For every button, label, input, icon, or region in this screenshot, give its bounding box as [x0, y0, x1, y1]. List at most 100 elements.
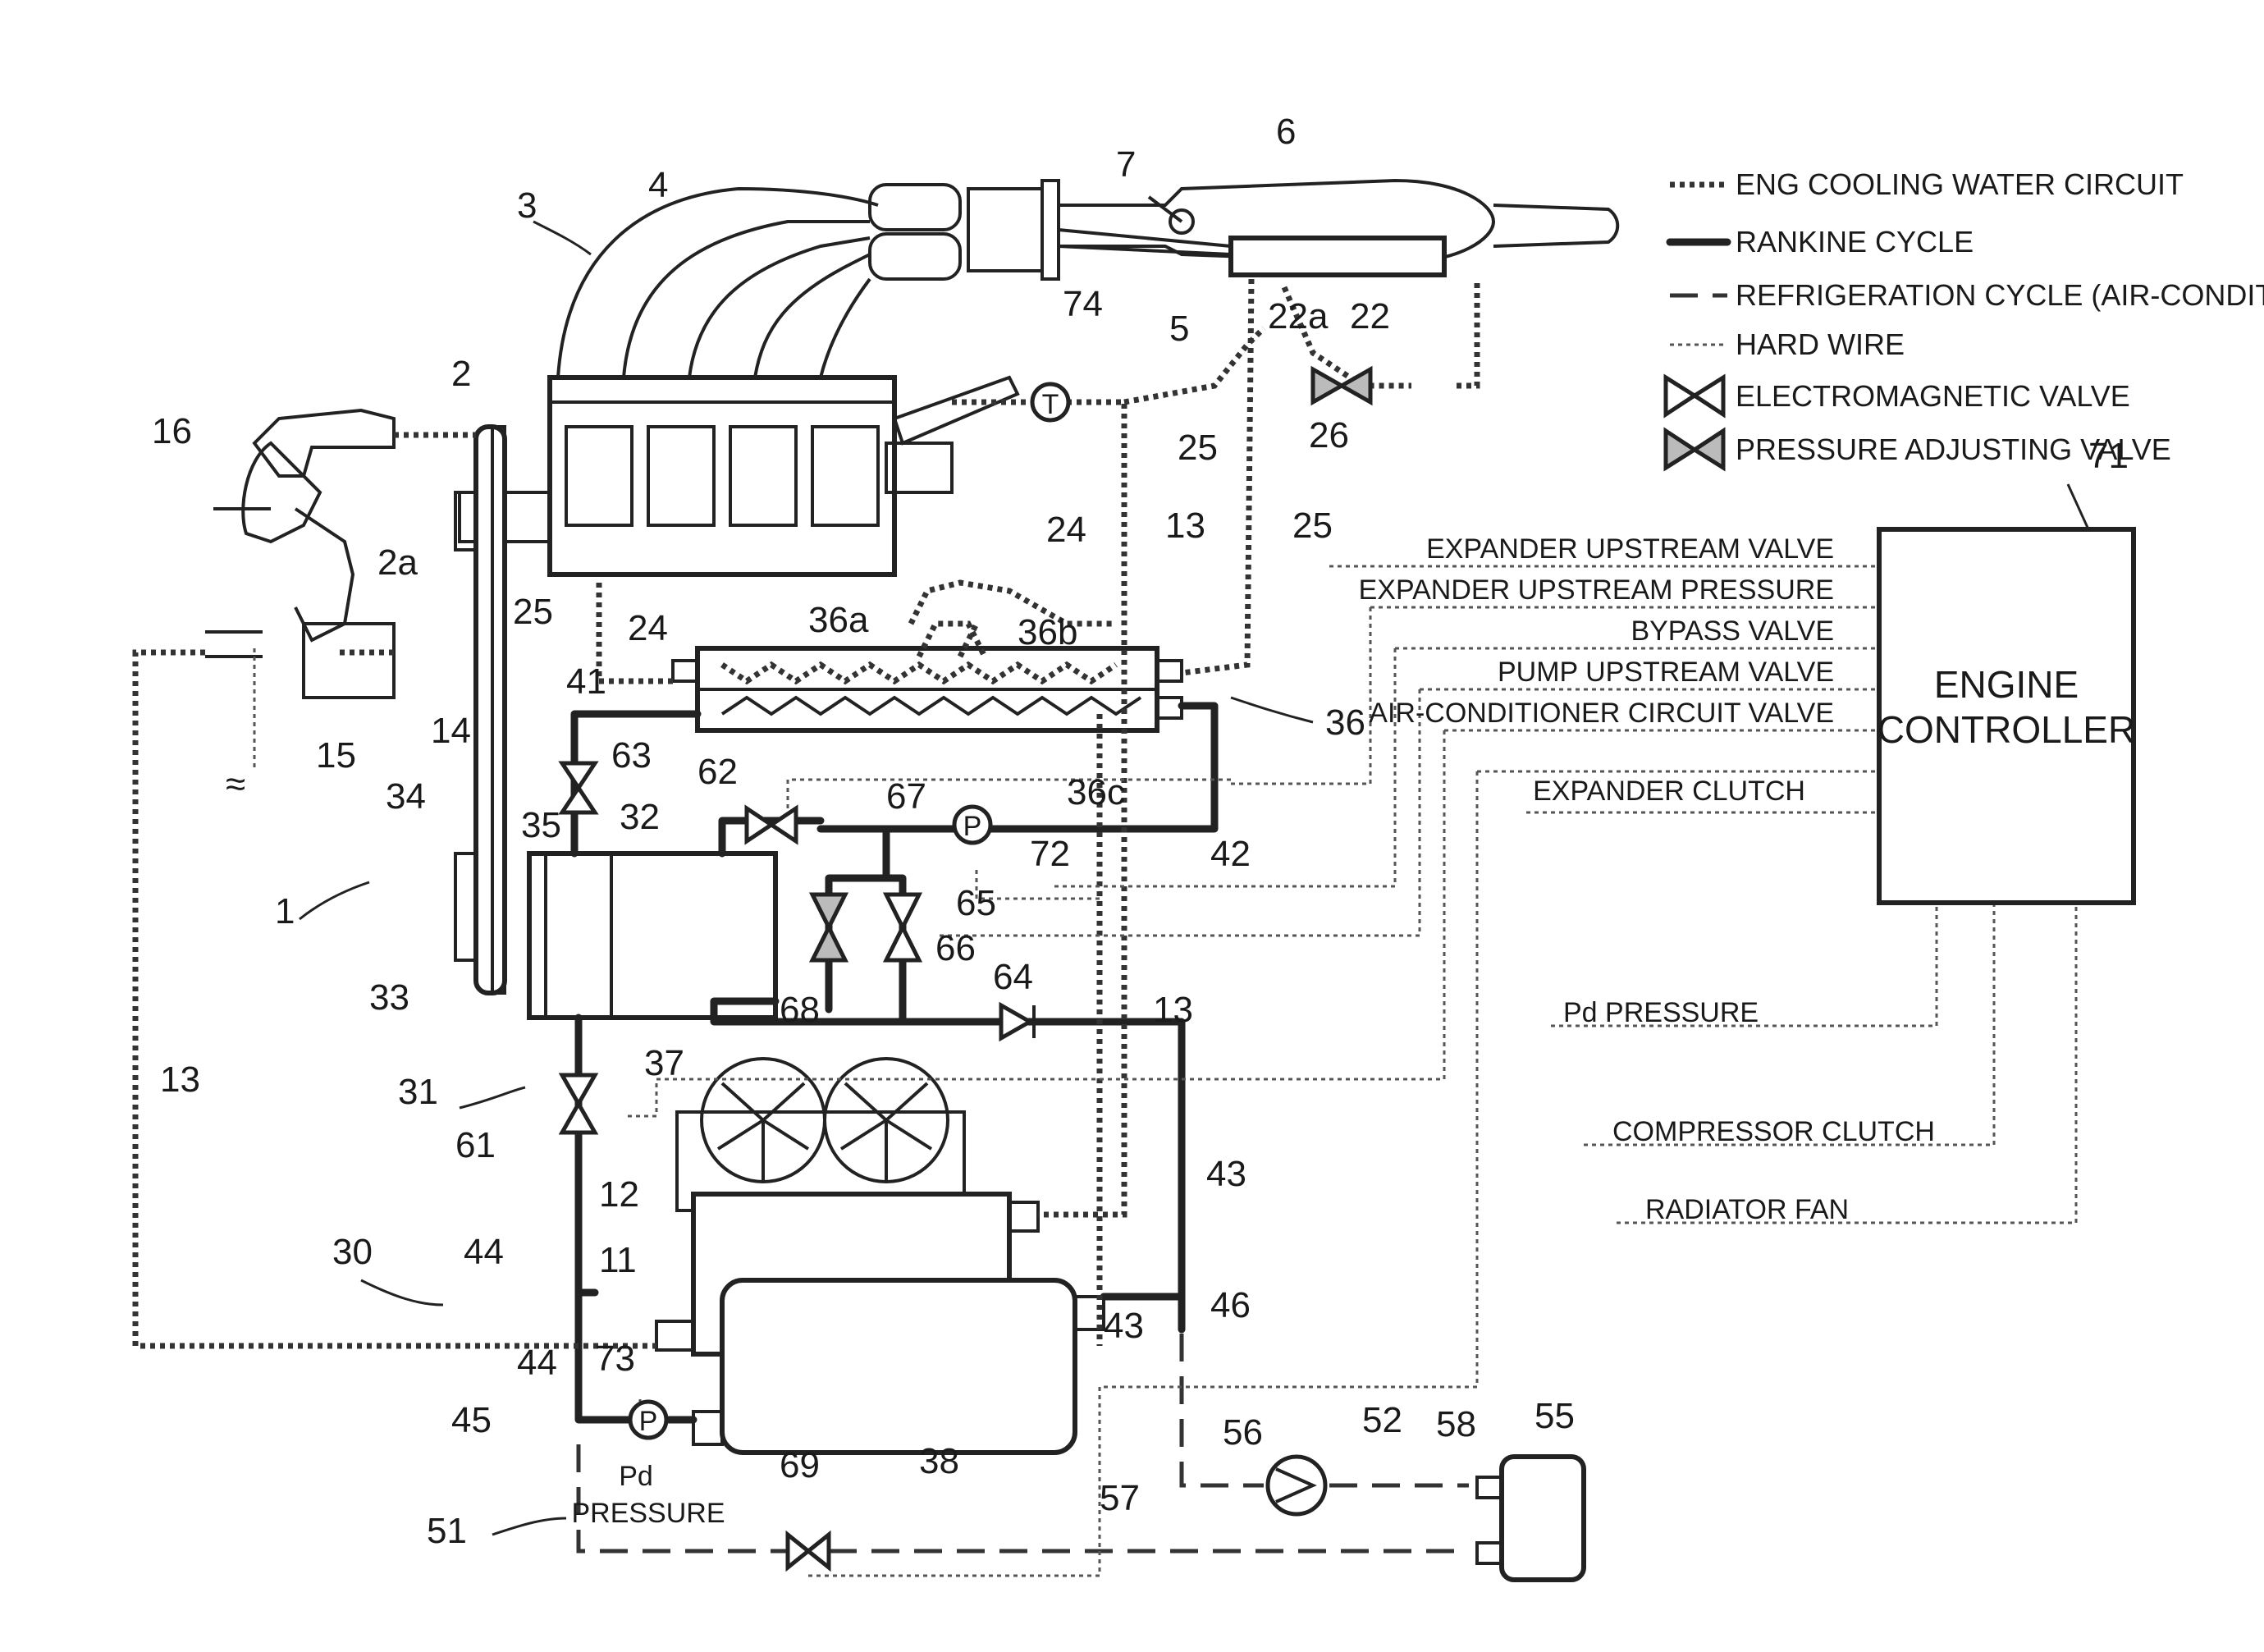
svg-text:51: 51 [427, 1511, 467, 1551]
svg-text:66: 66 [935, 928, 976, 968]
svg-text:64: 64 [993, 957, 1033, 997]
svg-text:Pd PRESSURE: Pd PRESSURE [1563, 997, 1759, 1028]
svg-text:7: 7 [1116, 144, 1136, 185]
valve-64 [1001, 1005, 1030, 1038]
valve-63 [562, 763, 595, 812]
svg-text:31: 31 [398, 1072, 438, 1112]
svg-text:63: 63 [611, 735, 652, 776]
svg-text:Pd: Pd [619, 1461, 653, 1492]
svg-text:36b: 36b [1018, 612, 1077, 652]
svg-text:43: 43 [1104, 1306, 1144, 1346]
svg-text:55: 55 [1534, 1396, 1575, 1436]
svg-text:HARD WIRE: HARD WIRE [1736, 327, 1905, 361]
svg-text:65: 65 [956, 883, 996, 923]
svg-text:14: 14 [431, 711, 471, 751]
svg-text:6: 6 [1276, 112, 1296, 152]
engine [460, 378, 1018, 574]
svg-text:EXPANDER UPSTREAM PRESSURE: EXPANDER UPSTREAM PRESSURE [1359, 574, 1834, 606]
svg-text:25: 25 [1292, 506, 1333, 546]
svg-text:36: 36 [1325, 702, 1365, 743]
svg-text:44: 44 [517, 1343, 557, 1383]
evaporator-55 [1477, 1457, 1584, 1580]
svg-text:12: 12 [599, 1174, 639, 1215]
valve-26 [1313, 369, 1370, 402]
svg-text:44: 44 [464, 1232, 504, 1272]
svg-text:EXPANDER UPSTREAM VALVE: EXPANDER UPSTREAM VALVE [1426, 533, 1834, 565]
svg-text:AIR-CONDITIONER CIRCUIT VALVE: AIR-CONDITIONER CIRCUIT VALVE [1369, 698, 1834, 729]
svg-text:35: 35 [521, 805, 561, 845]
svg-text:REFRIGERATION CYCLE (AIR-CONDI: REFRIGERATION CYCLE (AIR-CONDITIONER) [1736, 278, 2264, 312]
svg-text:43: 43 [1206, 1154, 1246, 1194]
svg-text:1: 1 [275, 891, 295, 931]
svg-text:ELECTROMAGNETIC VALVE: ELECTROMAGNETIC VALVE [1736, 379, 2130, 413]
svg-text:3: 3 [517, 185, 537, 226]
svg-text:25: 25 [1178, 428, 1218, 468]
svg-text:73: 73 [595, 1339, 635, 1379]
svg-text:EXPANDER CLUTCH: EXPANDER CLUTCH [1533, 776, 1805, 807]
valve-62 [747, 808, 796, 841]
svg-text:33: 33 [369, 977, 409, 1018]
svg-text:16: 16 [152, 411, 192, 451]
svg-text:T: T [1042, 389, 1059, 420]
svg-text:P: P [963, 811, 982, 842]
svg-text:67: 67 [886, 776, 926, 817]
svg-text:COMPRESSOR CLUTCH: COMPRESSOR CLUTCH [1612, 1116, 1935, 1147]
svg-text:22: 22 [1350, 296, 1390, 336]
svg-text:PRESSURE ADJUSTING VALVE: PRESSURE ADJUSTING VALVE [1736, 432, 2171, 466]
exhaust-manifold [558, 181, 1617, 378]
svg-text:69: 69 [780, 1445, 820, 1485]
svg-text:CONTROLLER: CONTROLLER [1878, 708, 2135, 751]
svg-text:68: 68 [780, 990, 820, 1030]
valve-61 [562, 1075, 595, 1133]
belt-drive [455, 427, 505, 993]
svg-text:38: 38 [919, 1441, 959, 1481]
svg-text:26: 26 [1309, 415, 1349, 455]
svg-text:11: 11 [599, 1240, 637, 1280]
svg-text:56: 56 [1223, 1412, 1263, 1453]
svg-text:41: 41 [566, 661, 606, 702]
svg-text:2: 2 [451, 354, 471, 394]
svg-text:13: 13 [160, 1059, 200, 1100]
svg-text:2a: 2a [377, 542, 418, 583]
svg-text:≈: ≈ [226, 764, 245, 804]
svg-text:P: P [639, 1406, 658, 1437]
pd-pressure-label: Pd PRESSURE [571, 1461, 725, 1529]
svg-text:5: 5 [1169, 309, 1189, 349]
svg-text:ENG COOLING WATER CIRCUIT: ENG COOLING WATER CIRCUIT [1736, 167, 2184, 201]
svg-text:45: 45 [451, 1400, 492, 1440]
valve-69 [788, 1535, 829, 1567]
valve-66 [886, 895, 919, 960]
water-pump-assembly: ≈ [205, 410, 394, 804]
svg-text:15: 15 [316, 735, 356, 776]
svg-text:36a: 36a [808, 600, 869, 640]
svg-text:13: 13 [1153, 990, 1193, 1030]
engine-controller: ENGINE CONTROLLER 71 [1878, 436, 2135, 903]
svg-text:36c: 36c [1067, 772, 1125, 812]
svg-text:57: 57 [1100, 1478, 1140, 1518]
svg-text:37: 37 [644, 1043, 684, 1083]
svg-text:24: 24 [1046, 510, 1086, 550]
svg-text:25: 25 [513, 592, 553, 632]
svg-text:46: 46 [1210, 1285, 1251, 1325]
svg-text:PRESSURE: PRESSURE [571, 1498, 725, 1529]
svg-text:58: 58 [1436, 1404, 1476, 1444]
heat-exchanger [673, 648, 1182, 730]
svg-text:42: 42 [1210, 834, 1251, 874]
svg-text:13: 13 [1165, 506, 1205, 546]
svg-text:72: 72 [1030, 834, 1070, 874]
svg-text:74: 74 [1063, 284, 1103, 324]
svg-text:30: 30 [332, 1232, 373, 1272]
svg-text:BYPASS VALVE: BYPASS VALVE [1631, 615, 1834, 647]
legend: ENG COOLING WATER CIRCUIT RANKINE CYCLE … [1666, 167, 2264, 468]
compressor-52 [1268, 1457, 1325, 1514]
svg-text:RANKINE CYCLE: RANKINE CYCLE [1736, 225, 1974, 259]
svg-text:61: 61 [455, 1125, 496, 1165]
svg-text:62: 62 [697, 752, 738, 792]
svg-text:PUMP UPSTREAM VALVE: PUMP UPSTREAM VALVE [1498, 657, 1834, 688]
svg-text:RADIATOR FAN: RADIATOR FAN [1645, 1194, 1849, 1225]
valve-68 [812, 895, 845, 960]
svg-text:24: 24 [628, 608, 668, 648]
svg-text:34: 34 [386, 776, 426, 817]
expander-pump-unit [529, 853, 775, 1018]
